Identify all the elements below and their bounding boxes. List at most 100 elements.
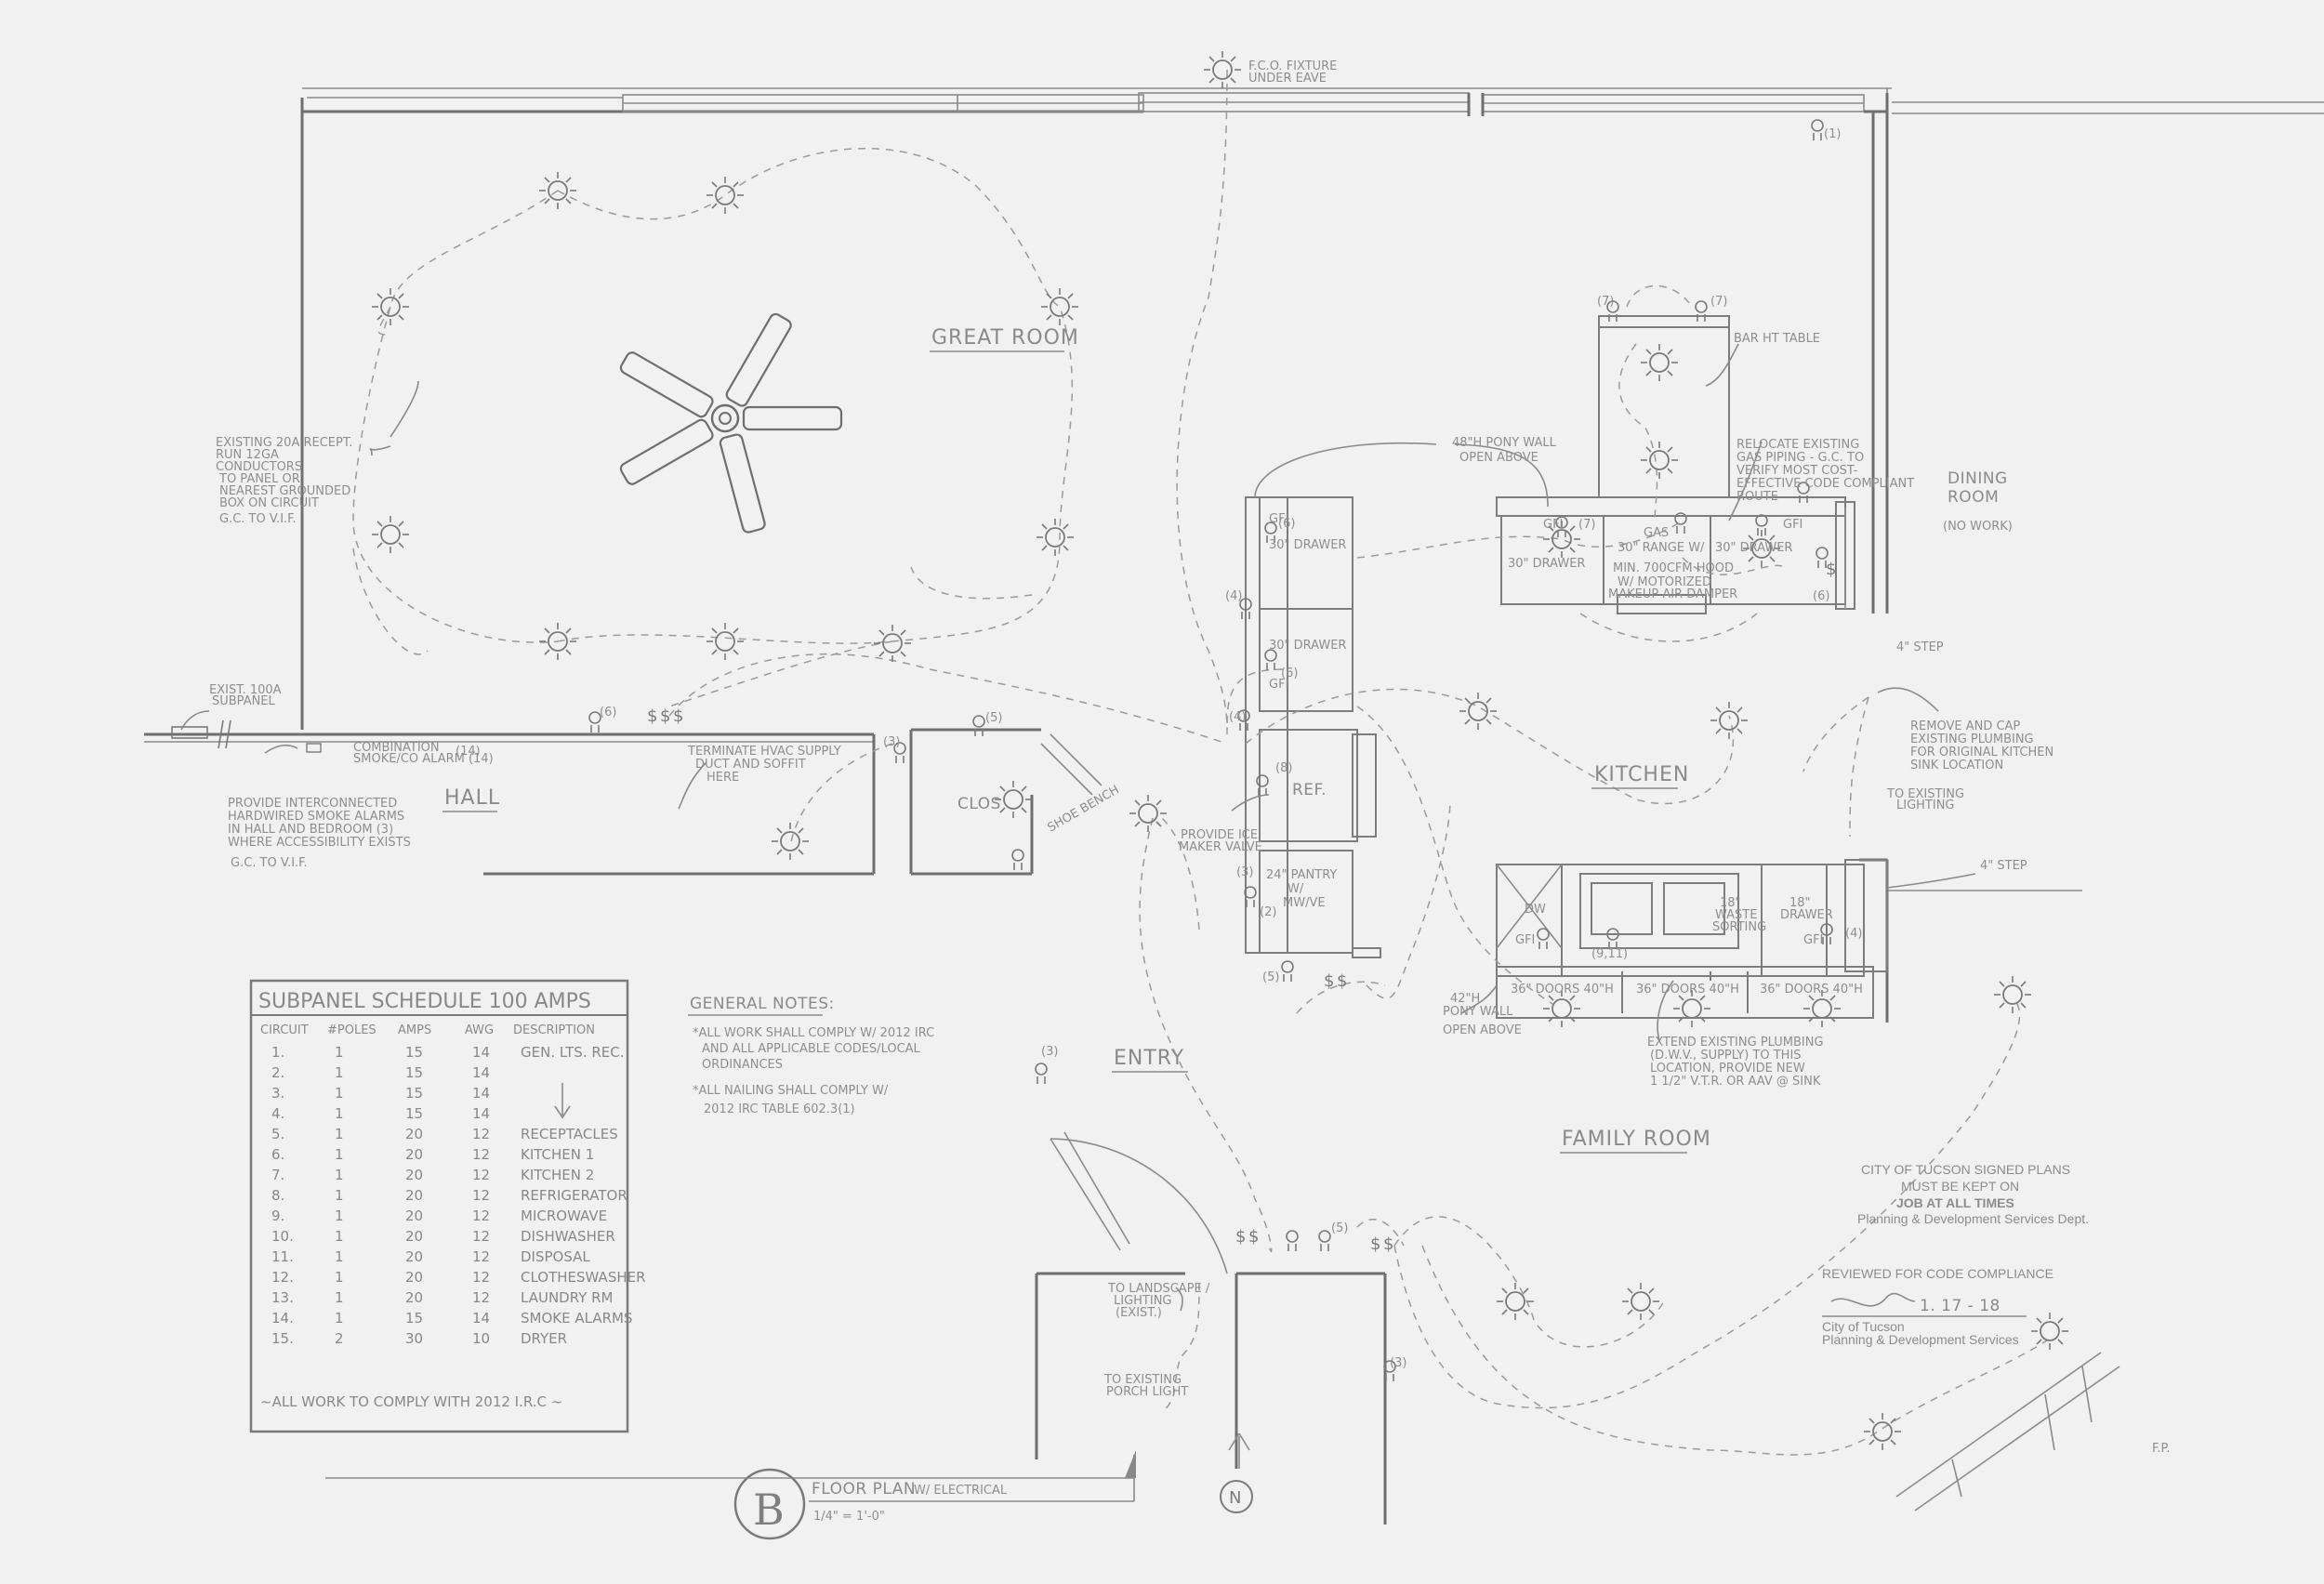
remove-plumbing-note-4: SINK LOCATION	[1910, 759, 2003, 772]
schedule-cell: DRYER	[521, 1330, 567, 1347]
schedule-cell: 6.	[271, 1146, 284, 1163]
general-note-2-2: 2012 IRC TABLE 602.3(1)	[704, 1102, 855, 1116]
schedule-cell: 4.	[271, 1105, 284, 1122]
schedule-cell: 8.	[271, 1187, 284, 1204]
light-fixture-icon	[1863, 1412, 1902, 1451]
general-note-1-3: ORDINANCES	[702, 1058, 783, 1072]
schedule-cell: 2.	[271, 1064, 284, 1081]
schedule-cell: 15.	[271, 1330, 294, 1347]
gfi-labels: GFI GFI GFI GFI GFI GFI	[1269, 512, 1823, 947]
waste-label-3: SORTING	[1712, 920, 1766, 934]
schedule-cell: 14	[472, 1105, 490, 1122]
annotations: F.C.O. FIXTURE UNDER EAVE 48"H PONY WALL…	[209, 59, 2170, 1511]
hood-label-3: MAKEUP AIR DAMPER	[1608, 587, 1737, 601]
pony-wall-note-2: OPEN ABOVE	[1459, 451, 1538, 465]
gfi-label: GFI	[1269, 512, 1288, 526]
title-block: B FLOOR PLAN W/ ELECTRICAL 1/4" = 1'-0" …	[733, 1450, 1253, 1540]
circuit-tag: (7)	[1578, 518, 1595, 532]
schedule-cell: GEN. LTS. REC.	[521, 1044, 625, 1061]
schedule-cell: 20	[405, 1228, 423, 1245]
floor-plan-title-suffix: W/ ELECTRICAL	[914, 1484, 1008, 1498]
subpanel-schedule-footer: ~ALL WORK TO COMPLY WITH 2012 I.R.C ~	[260, 1393, 562, 1410]
schedule-cell: 12	[472, 1167, 490, 1183]
schedule-cell: DISHWASHER	[521, 1228, 615, 1245]
receptacle-icon	[1011, 849, 1024, 871]
smoke-alarm-note-3: IN HALL AND BEDROOM (3)	[228, 823, 393, 837]
receptacle-icon	[1286, 1230, 1299, 1252]
receptacle-icon	[1035, 1063, 1048, 1085]
schedule-cell: 12	[472, 1146, 490, 1163]
north-label: N	[1229, 1488, 1241, 1508]
room-label-family-room: FAMILY ROOM	[1562, 1128, 1711, 1151]
schedule-cell: 20	[405, 1208, 423, 1224]
pony-wall-42-note: 42"H	[1450, 992, 1480, 1006]
receptacle-icon	[1537, 928, 1550, 950]
circuit-tag: (7)	[1597, 295, 1614, 309]
schedule-cell: KITCHEN 2	[521, 1167, 594, 1183]
step-note: 4" STEP	[1980, 859, 2027, 873]
circuit-tag: (7)	[1710, 295, 1727, 309]
light-fixture-icon	[371, 515, 410, 554]
step-note: 4" STEP	[1896, 640, 1944, 654]
schedule-cell: 1	[335, 1208, 344, 1224]
schedule-cell: 1.	[271, 1044, 284, 1061]
light-fixture-icon	[1640, 343, 1679, 382]
stamp-dept: Planning & Development Services	[1822, 1332, 2019, 1347]
schedule-cell: 12	[472, 1289, 490, 1306]
gfi-label: GFI	[1515, 933, 1535, 947]
switch-icon	[1324, 971, 1335, 991]
fco-note-2: UNDER EAVE	[1248, 72, 1327, 86]
stamp-line-1: CITY OF TUCSON SIGNED PLANS	[1861, 1162, 2070, 1177]
schedule-cell: LAUNDRY RM	[521, 1289, 613, 1306]
light-fixture-icon	[1036, 518, 1075, 557]
circuit-tag: (14)	[456, 745, 481, 759]
switch-icon	[647, 706, 658, 726]
extend-plumbing-note-3: LOCATION, PROVIDE NEW	[1650, 1062, 1805, 1076]
north-arrow-icon	[1220, 1480, 1253, 1513]
receptacle-icon	[1264, 649, 1277, 671]
circuit-runs	[352, 69, 2051, 1456]
schedule-cell: 1	[335, 1085, 344, 1102]
gfi-label: GFI	[1543, 518, 1563, 532]
subpanel-icon	[171, 719, 322, 753]
waste-label-2: WASTE	[1715, 908, 1757, 922]
refrigerator-label: REF.	[1292, 781, 1327, 799]
schedule-cell: 1	[335, 1310, 344, 1327]
dishwasher-label: DW	[1525, 903, 1546, 917]
receptacle-icon	[1811, 119, 1824, 141]
hvac-note-3: HERE	[706, 771, 739, 785]
stamp-city: City of Tucson	[1822, 1319, 1905, 1334]
schedule-header-cell: AWG	[465, 1023, 494, 1037]
city-stamp: CITY OF TUCSON SIGNED PLANS MUST BE KEPT…	[1822, 1162, 2089, 1347]
circuit-tag: (4)	[1225, 589, 1242, 603]
pantry-label-2: W/	[1287, 882, 1304, 896]
hvac-note: TERMINATE HVAC SUPPLY	[687, 745, 841, 759]
hvac-note-2: DUCT AND SOFFIT	[695, 758, 806, 772]
exist-subpanel-note-2: SUBPANEL	[212, 694, 276, 708]
schedule-cell: 3.	[271, 1085, 284, 1102]
pony-wall-42-note-3: OPEN ABOVE	[1443, 1023, 1522, 1037]
schedule-cell: 20	[405, 1146, 423, 1163]
schedule-header-cell: DESCRIPTION	[513, 1023, 595, 1037]
light-fixture-icon	[1496, 1282, 1535, 1321]
circuit-tag: (3)	[1390, 1356, 1406, 1370]
schedule-cell: 1	[335, 1044, 344, 1061]
receptacle-icon	[1256, 774, 1269, 797]
schedule-cell: 14	[472, 1044, 490, 1061]
schedule-cell: 20	[405, 1289, 423, 1306]
subpanel-schedule-title: SUBPANEL SCHEDULE 100 AMPS	[258, 990, 591, 1013]
schedule-cell: 10.	[271, 1228, 294, 1245]
schedule-cell: 20	[405, 1269, 423, 1286]
schedule-cell: 20	[405, 1126, 423, 1142]
drawing-marker-circle	[733, 1468, 806, 1540]
circuit-tag: (5)	[985, 711, 1002, 725]
light-fixture-icon	[1040, 287, 1079, 326]
relocate-gas-note-3: VERIFY MOST COST-	[1736, 464, 1858, 478]
gfi-label: GFI	[1803, 933, 1823, 947]
schedule-cell: 30	[405, 1330, 423, 1347]
schedule-cell: SMOKE ALARMS	[521, 1310, 632, 1327]
circuit-tag: (6)	[1278, 517, 1295, 531]
schedule-cell: 2	[335, 1330, 344, 1347]
subpanel-schedule-table: SUBPANEL SCHEDULE 100 AMPS CIRCUIT#POLES…	[249, 979, 646, 1433]
schedule-cell: 11.	[271, 1248, 294, 1265]
